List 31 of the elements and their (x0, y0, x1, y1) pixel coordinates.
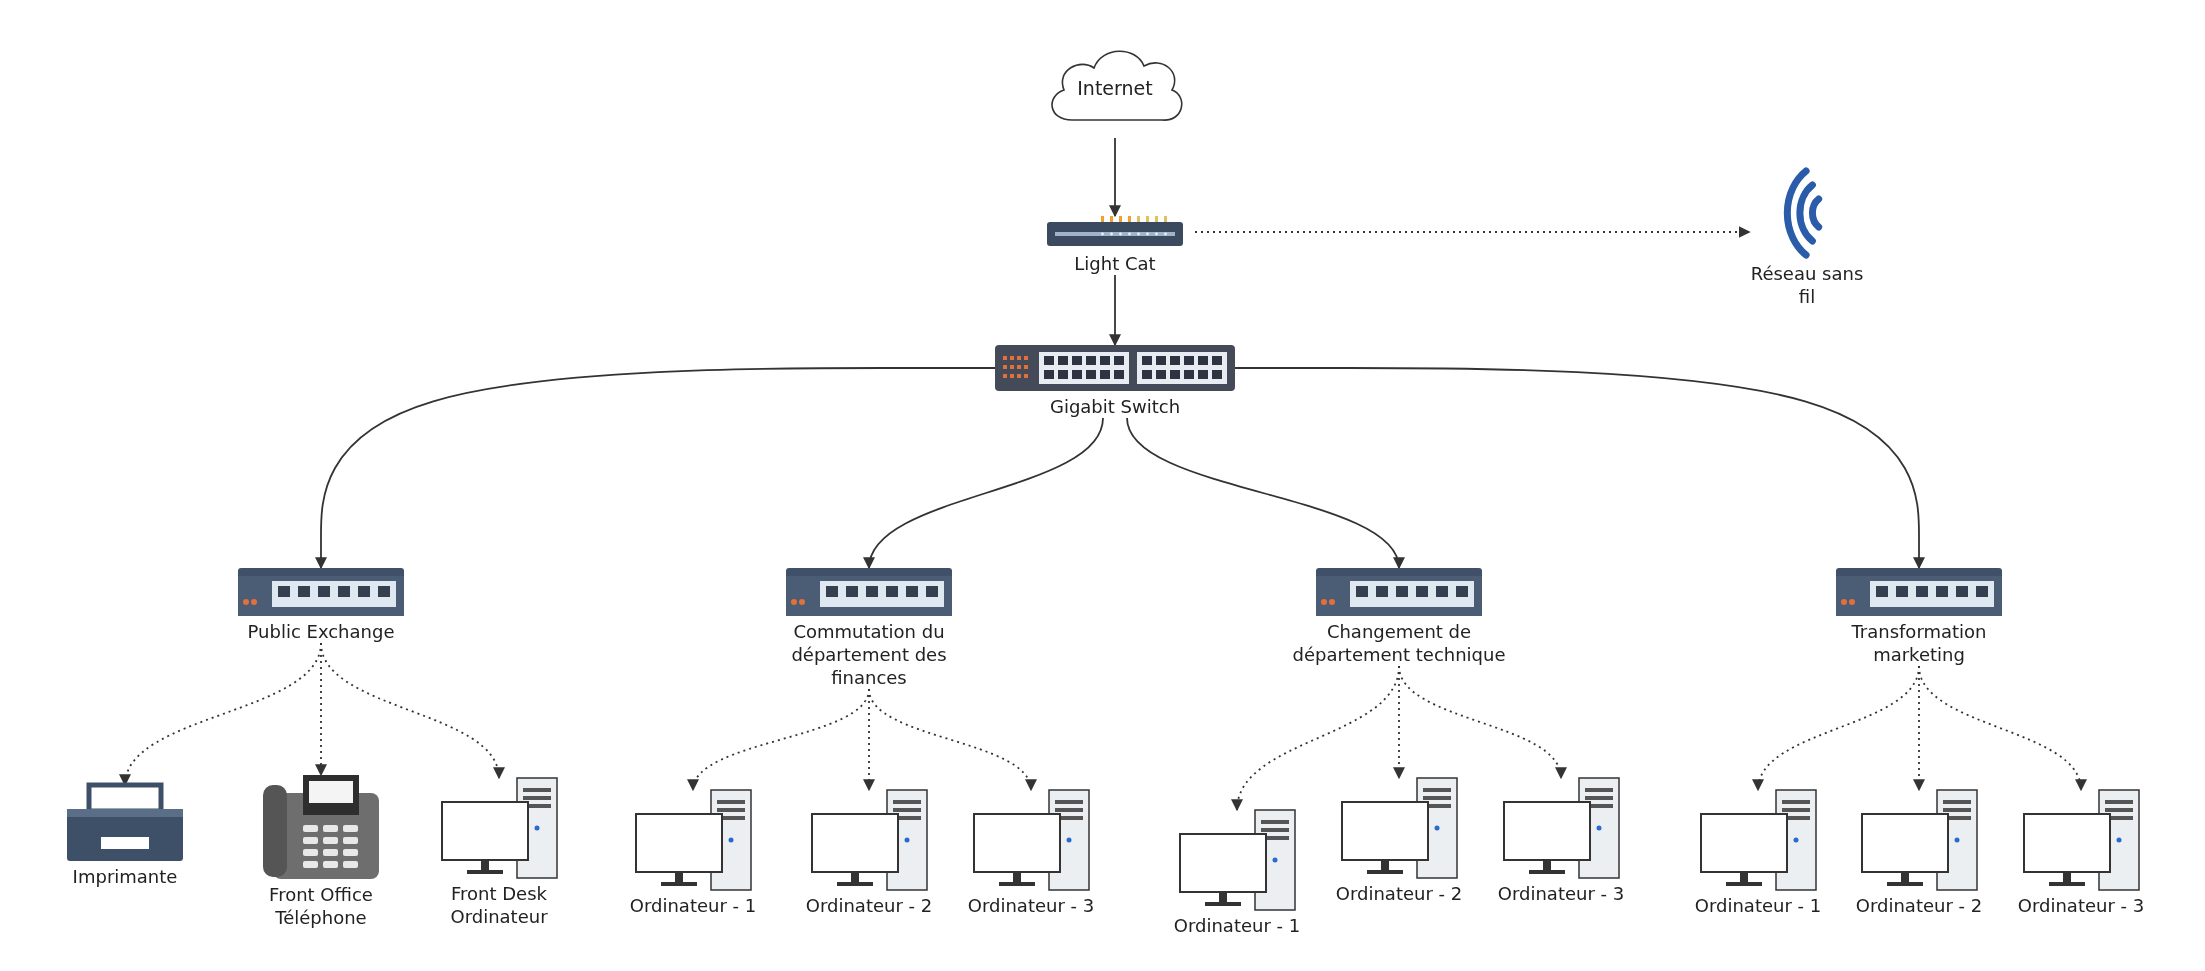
dotted-arrow (1918, 665, 2085, 792)
node-label: Réseau sans fil (1749, 262, 1865, 308)
dotted-arrow (1398, 665, 1565, 780)
node-label: Imprimante (71, 865, 179, 888)
node-label: Light Cat (1073, 252, 1157, 275)
arrow (315, 367, 996, 570)
node-label: Ordinateur - 1 (1172, 914, 1302, 937)
node-label: Ordinateur - 3 (1496, 882, 1626, 905)
node-label: Gigabit Switch (1048, 395, 1182, 418)
node-label: Internet (1076, 77, 1154, 99)
node-label: Ordinateur - 2 (1334, 882, 1464, 905)
arrow (866, 417, 1104, 570)
node-label: Ordinateur - 1 (628, 894, 758, 917)
node-label: Ordinateur - 1 (1693, 894, 1823, 917)
node-label: Ordinateur - 2 (1854, 894, 1984, 917)
dotted-arrow (868, 688, 1034, 792)
node-label: Ordinateur - 3 (2016, 894, 2146, 917)
node-label: Front Office Téléphone (268, 883, 374, 929)
arrow (1126, 417, 1402, 570)
node-label: Public Exchange (246, 620, 396, 643)
arrow (1109, 274, 1121, 347)
dotted-arrow (320, 642, 503, 780)
node-label: Changement de département technique (1291, 620, 1507, 666)
dotted-arrow (1194, 226, 1751, 238)
node-label: Commutation du département des finances (790, 620, 948, 689)
arrow (1109, 137, 1121, 218)
node-label: Transformation marketing (1850, 620, 1988, 666)
node-label: Front Desk Ordinateur (449, 882, 549, 928)
arrow (1234, 367, 1925, 570)
node-label: Ordinateur - 2 (804, 894, 934, 917)
node-label: Ordinateur - 3 (966, 894, 1096, 917)
